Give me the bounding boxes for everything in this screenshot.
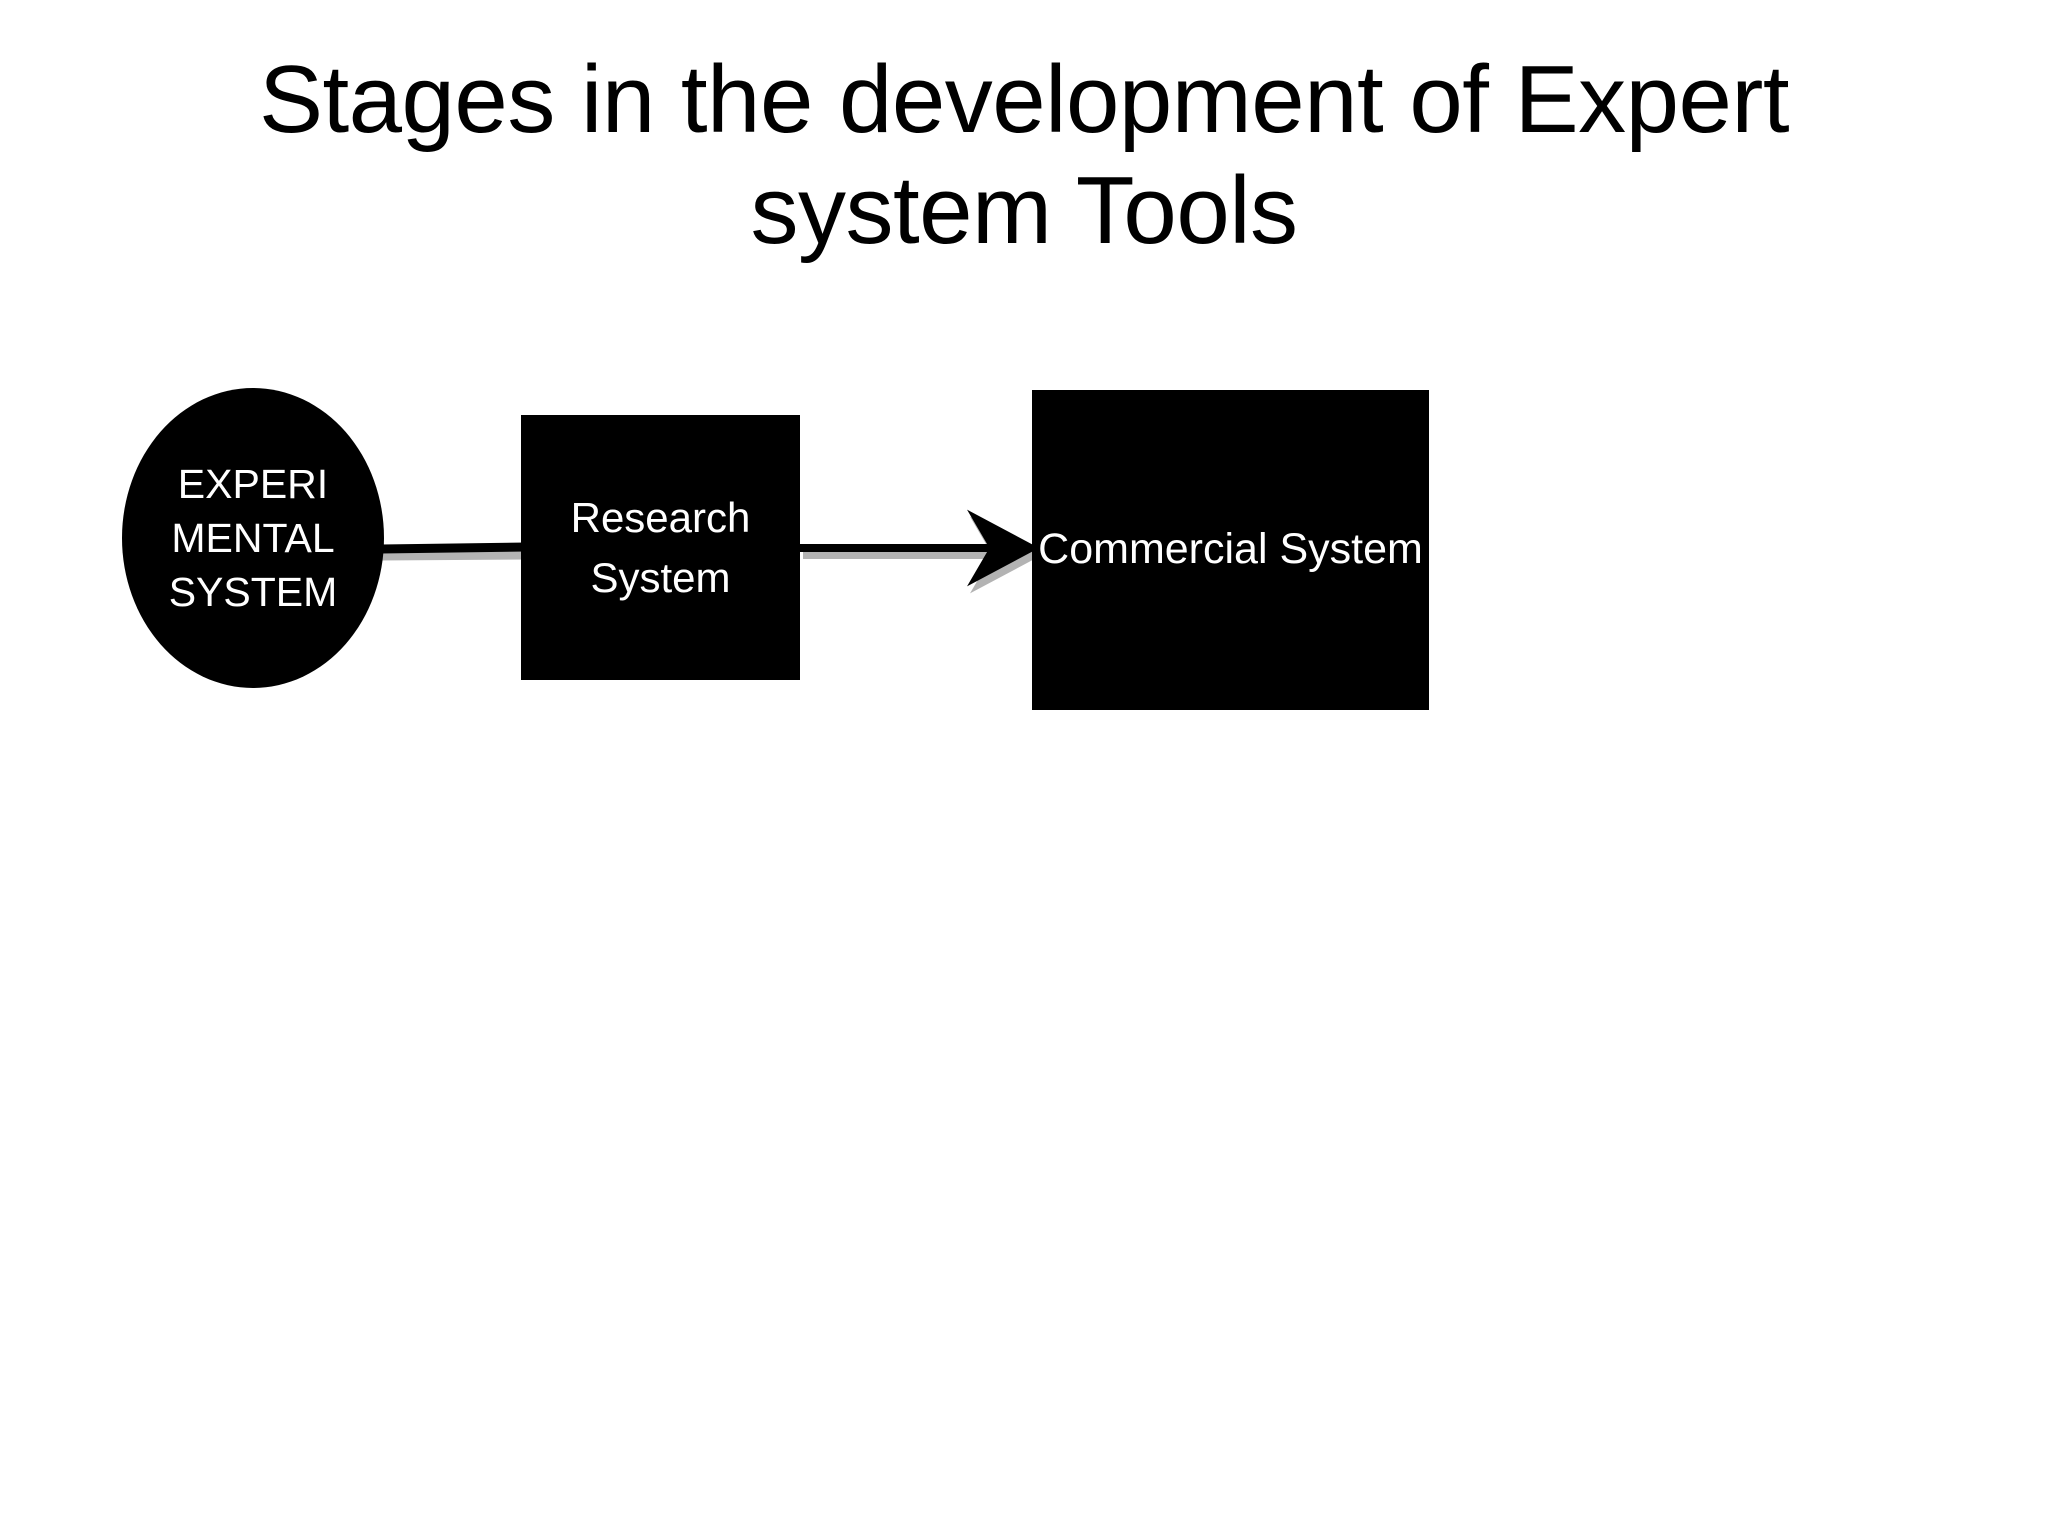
node-experimental-system-line-1: EXPERI — [177, 460, 329, 507]
node-research-system-line-2: System — [590, 553, 731, 601]
page-title: Stages in the development of Expert syst… — [128, 44, 1920, 267]
node-research-system-line-1: Research — [570, 493, 751, 541]
node-experimental-system-line-2: MENTAL — [171, 514, 335, 561]
node-research-system[interactable]: Research System — [521, 415, 800, 680]
node-experimental-system[interactable]: EXPERI MENTAL SYSTEM — [122, 388, 384, 688]
node-commercial-system-line-1: Commercial System — [1038, 525, 1423, 574]
node-experimental-system-line-3: SYSTEM — [168, 569, 338, 616]
page-title-line-1: Stages in the development of Expert — [258, 46, 1790, 153]
node-commercial-system[interactable]: Commercial System — [1032, 390, 1429, 710]
page-title-line-2: system Tools — [750, 157, 1298, 265]
